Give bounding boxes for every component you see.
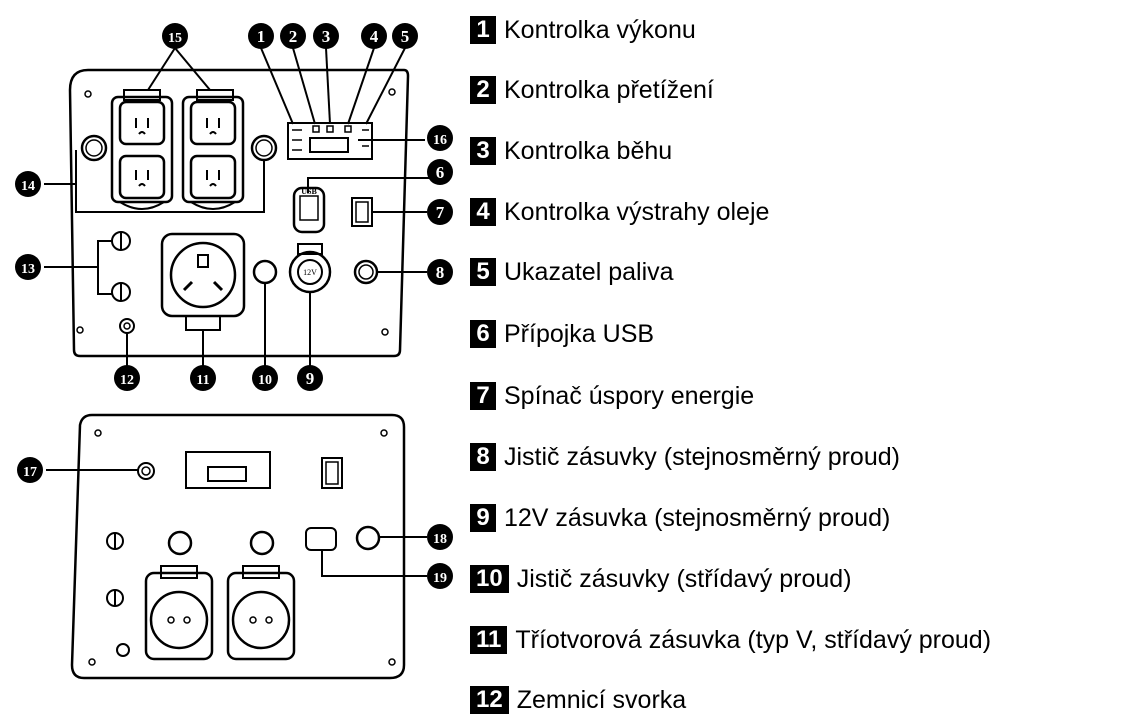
legend-item: 6 Přípojka USB [470, 314, 654, 354]
legend-number: 11 [470, 626, 508, 654]
schuko-socket-right [226, 565, 296, 661]
legend-number: 9 [470, 504, 496, 532]
svg-text:7: 7 [436, 203, 445, 222]
callout-9: 9 [297, 365, 323, 391]
callout-7: 7 [427, 199, 453, 225]
callout-4: 4 [361, 23, 387, 49]
callout-2: 2 [280, 23, 306, 49]
svg-text:9: 9 [306, 369, 315, 388]
legend-number: 7 [470, 382, 496, 410]
legend-label: Jistič zásuvky (stejnosměrný proud) [504, 442, 900, 471]
legend-label: Kontrolka běhu [504, 136, 673, 165]
svg-text:12: 12 [120, 373, 134, 388]
svg-text:18: 18 [433, 532, 447, 547]
svg-text:3: 3 [322, 27, 331, 46]
legend-label: Kontrolka výstrahy oleje [504, 197, 770, 226]
legend-number: 1 [470, 16, 496, 44]
callout-11: 11 [190, 365, 216, 391]
svg-text:8: 8 [436, 263, 445, 282]
lower-panel-outline [70, 413, 406, 680]
callout-5: 5 [392, 23, 418, 49]
legend-item: 3 Kontrolka běhu [470, 131, 672, 171]
ac-outlet-pair-right [181, 89, 245, 210]
legend-item: 1 Kontrolka výkonu [470, 10, 696, 50]
socket-12v-label: 12V [303, 268, 317, 277]
legend-number: 2 [470, 76, 496, 104]
legend-label: Spínač úspory energie [504, 381, 755, 410]
legend-number: 3 [470, 137, 496, 165]
legend-label: Kontrolka výkonu [504, 15, 696, 44]
upper-panel-outline [68, 68, 410, 358]
legend-label: 12V zásuvka (stejnosměrný proud) [504, 503, 891, 532]
svg-text:6: 6 [436, 163, 445, 182]
legend-label: Přípojka USB [504, 319, 655, 348]
legend-label: Zemnicí svorka [516, 685, 687, 714]
legend-number: 8 [470, 443, 496, 471]
legend-number: 4 [470, 198, 496, 226]
callout-6: 6 [427, 159, 453, 185]
outlet-breaker-left [80, 134, 108, 162]
svg-text:17: 17 [23, 465, 37, 480]
callout-8: 8 [427, 259, 453, 285]
svg-text:2: 2 [289, 27, 298, 46]
svg-text:16: 16 [433, 133, 447, 148]
svg-text:1: 1 [257, 27, 266, 46]
callout-17: 17 [17, 457, 43, 483]
callout-13: 13 [15, 254, 41, 280]
svg-text:10: 10 [258, 373, 272, 388]
legend-item: 5 Ukazatel paliva [470, 252, 674, 292]
svg-text:19: 19 [433, 571, 447, 586]
schuko-socket-left [144, 565, 214, 661]
callout-16: 16 [427, 125, 453, 151]
legend-number: 10 [470, 565, 509, 593]
legend-label: Ukazatel paliva [504, 257, 674, 286]
legend-item: 2 Kontrolka přetížení [470, 70, 714, 110]
legend-item: 4 Kontrolka výstrahy oleje [470, 192, 769, 232]
legend-number: 6 [470, 320, 496, 348]
legend-number: 12 [470, 686, 509, 714]
callout-10: 10 [252, 365, 278, 391]
svg-text:13: 13 [21, 262, 35, 277]
svg-text:14: 14 [21, 179, 35, 194]
lower-display [185, 451, 271, 489]
callout-3: 3 [313, 23, 339, 49]
legend-label: Jistič zásuvky (střídavý proud) [516, 564, 852, 593]
svg-text:4: 4 [370, 27, 379, 46]
svg-text:5: 5 [401, 27, 410, 46]
ac-outlet-pair-left [110, 89, 174, 210]
legend-item: 9 12V zásuvka (stejnosměrný proud) [470, 498, 890, 538]
svg-text:15: 15 [168, 31, 182, 46]
legend-number: 5 [470, 258, 496, 286]
usb-label: USB [301, 187, 317, 196]
svg-text:11: 11 [196, 373, 209, 388]
legend-item: 8 Jistič zásuvky (stejnosměrný proud) [470, 437, 900, 477]
callout-19: 19 [427, 563, 453, 589]
callout-14: 14 [15, 171, 41, 197]
callout-15: 15 [162, 23, 188, 49]
legend-item: 7 Spínač úspory energie [470, 376, 754, 416]
ac-breaker-bottom [111, 282, 131, 302]
callout-18: 18 [427, 524, 453, 550]
callout-1: 1 [248, 23, 274, 49]
legend-label: Kontrolka přetížení [504, 75, 714, 104]
legend-label: Tříotvorová zásuvka (typ V, střídavý pro… [515, 625, 992, 654]
callout-12: 12 [114, 365, 140, 391]
